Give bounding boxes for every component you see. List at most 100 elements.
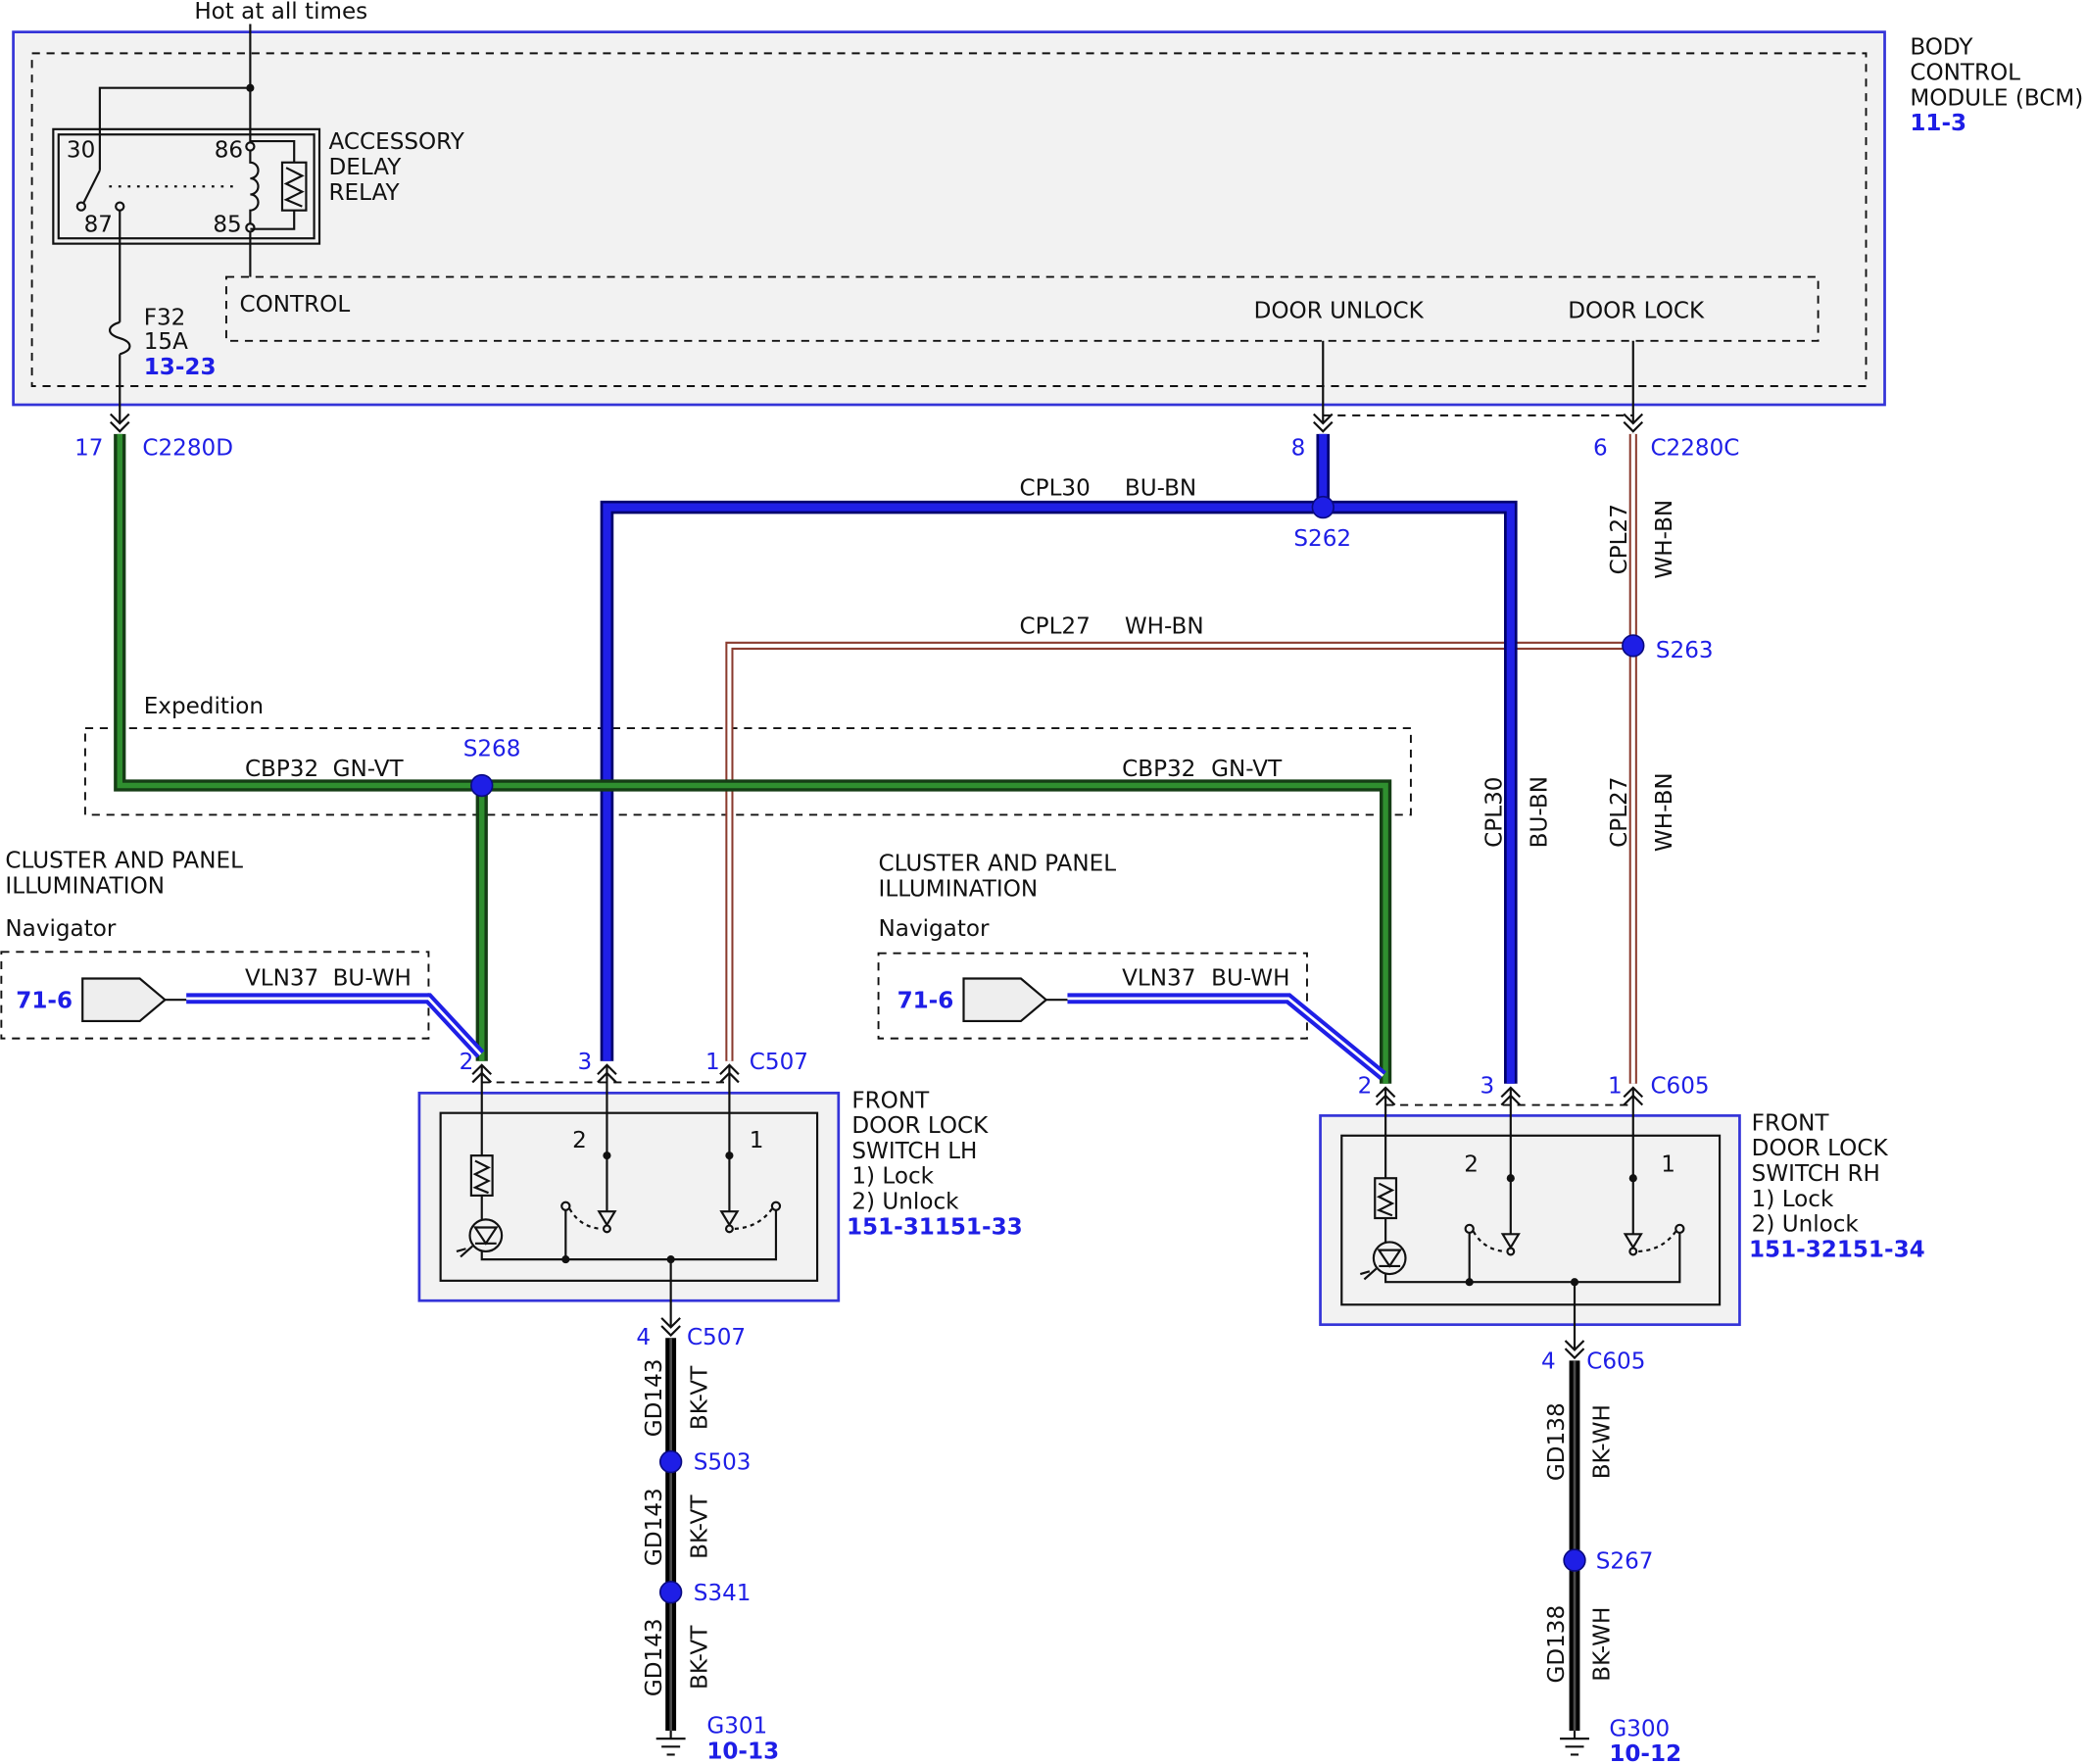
- lock-contact-icon: [770, 1200, 782, 1211]
- splice-s262-label: S262: [1293, 526, 1351, 552]
- fuse-page-ref-link[interactable]: 13-23: [144, 355, 217, 380]
- switch-rh-position-1: 1) Lock: [1752, 1187, 1834, 1212]
- front-door-lock-switch-lh: 2 1: [417, 1063, 841, 1338]
- cpl30-vertical-color-label: BU-BN: [1527, 776, 1552, 848]
- unlock-switch-arrow-icon: [597, 1210, 617, 1227]
- unlock-signal-junction-dot: [1506, 1174, 1515, 1183]
- cpl27-upper-vertical-color-label: WH-BN: [1652, 500, 1677, 579]
- ground-g301-page-ref-link[interactable]: 10-13: [706, 1740, 779, 1764]
- cluster-illumination-rh-line1: CLUSTER AND PANEL: [879, 851, 1117, 876]
- cluster-illumination-lh-connector-icon: [81, 977, 168, 1023]
- cpl30-vertical-circuit-label: CPL30: [1481, 777, 1507, 848]
- connector-c605-ground-label: C605: [1586, 1349, 1645, 1375]
- connector-c507-ground-pin-label: 4: [636, 1325, 651, 1350]
- splice-s267-dot: [1563, 1548, 1586, 1572]
- connector-c2280d-pin-icon: [109, 413, 130, 433]
- switch-lh-page-ref-link[interactable]: 151-31151-33: [847, 1214, 1023, 1240]
- lock-switch-travel: [734, 1207, 773, 1230]
- unlock-contact-icon: [560, 1200, 571, 1211]
- relay-suppressor-zigzag: [283, 167, 305, 208]
- splice-s263-label: S263: [1656, 638, 1714, 663]
- wire-vln37-rh: [1067, 997, 1384, 1077]
- bus-junction-dot-1: [561, 1255, 570, 1264]
- ground-connector-pin-icon: [660, 1317, 681, 1338]
- cpl27-horizontal-circuit-label: CPL27: [1020, 614, 1091, 640]
- illumination-resistor-zigzag: [472, 1159, 491, 1195]
- cpl30-horizontal-color-label: BU-BN: [1125, 475, 1196, 501]
- bcm-control-dashed-box: [224, 275, 1820, 342]
- hot-at-all-times-label: Hot at all times: [194, 0, 367, 24]
- splice-s503-label: S503: [694, 1450, 752, 1476]
- switch-lh-position-2: 2) Unlock: [851, 1189, 959, 1214]
- ground-g300-page-ref-link[interactable]: 10-12: [1609, 1741, 1681, 1764]
- cluster-illumination-lh-line1: CLUSTER AND PANEL: [5, 849, 243, 874]
- expedition-dashed-box: [83, 727, 1412, 816]
- cpl27-upper-vertical-circuit-label: CPL27: [1607, 504, 1632, 574]
- relay-suppressor-resistor-icon: [280, 161, 308, 212]
- gd138-color-label-2: BK-WH: [1589, 1607, 1615, 1682]
- splice-s268-label: S268: [463, 737, 521, 762]
- gd143-color-label-1: BK-VT: [687, 1365, 712, 1430]
- connector-c605-label: C605: [1650, 1073, 1709, 1099]
- switch-rh-page-ref-link[interactable]: 151-32151-34: [1749, 1237, 1925, 1262]
- connector-c605-pin-c-label: 1: [1608, 1073, 1623, 1099]
- lock-switch-arrow-icon: [719, 1210, 740, 1227]
- switch-lh-name-line1: FRONT: [851, 1088, 930, 1113]
- cluster-illumination-rh-page-ref-link[interactable]: 71-6: [898, 988, 954, 1013]
- gd143-color-label-3: BK-VT: [687, 1625, 712, 1690]
- led-diode-symbol: [472, 1226, 499, 1246]
- switch-rh-name-line1: FRONT: [1752, 1110, 1830, 1136]
- gd143-circuit-label-3: GD143: [642, 1618, 667, 1696]
- lock-signal-junction-dot: [725, 1152, 734, 1160]
- connector-c2280d-pin-label: 17: [74, 436, 103, 462]
- splice-s341-label: S341: [694, 1581, 752, 1606]
- vln37-lh-circuit-label: VLN37: [245, 965, 318, 991]
- splice-s262-dot: [1311, 495, 1335, 519]
- unlock-signal-junction-dot: [603, 1152, 611, 1160]
- bcm-name-line2: CONTROL: [1910, 61, 2020, 86]
- splice-s341-dot: [658, 1581, 683, 1604]
- cbp32-lh-color-label: GN-VT: [333, 757, 405, 782]
- unlock-switch-travel: [1472, 1231, 1506, 1253]
- connector-c2280c-pin8-label: 8: [1291, 436, 1306, 462]
- wire-cpl30: [603, 433, 1515, 1084]
- relay-suppressor-wire: [250, 139, 296, 230]
- unlock-switch-travel: [568, 1207, 603, 1230]
- connector-c507-pin-b-label: 3: [578, 1050, 593, 1075]
- cluster-illumination-rh-connector-icon: [962, 977, 1048, 1023]
- switch-common-bus-line: [480, 1209, 778, 1261]
- unlock-switch-arrow-icon: [1500, 1233, 1521, 1250]
- connector-c2280c-pin6-label: 6: [1593, 436, 1608, 462]
- relay-switch-feed-wire: [98, 86, 251, 171]
- splice-s268-dot: [470, 773, 494, 798]
- cpl27-lower-vertical-color-label: WH-BN: [1652, 772, 1677, 852]
- cluster-illumination-lh-page-ref-link[interactable]: 71-6: [16, 988, 73, 1013]
- gd143-circuit-label-2: GD143: [642, 1488, 667, 1566]
- switch-rh-position-2: 2) Unlock: [1752, 1212, 1860, 1238]
- cluster-illumination-lh-line2: ILLUMINATION: [5, 874, 165, 900]
- gd143-circuit-label-1: GD143: [642, 1359, 667, 1438]
- relay-pin-87-label: 87: [84, 212, 113, 237]
- switch-lh-name-line3: SWITCH LH: [851, 1139, 977, 1164]
- bcm-inner-dashed-box: [30, 52, 1868, 387]
- connector-c2280c-pin8-icon: [1312, 413, 1334, 433]
- illumination-resistor-icon: [469, 1154, 494, 1197]
- unlock-switch-pivot: [602, 1224, 611, 1234]
- cbp32-rh-color-label: GN-VT: [1211, 757, 1283, 782]
- vln37-rh-color-label: BU-WH: [1211, 965, 1289, 991]
- navigator-lh-label: Navigator: [5, 916, 116, 942]
- bcm-control-label: CONTROL: [240, 292, 351, 318]
- connector-c507-pin-a-label: 2: [460, 1050, 474, 1075]
- relay-coil-icon: [249, 150, 260, 224]
- bus-junction-dot-1: [1465, 1278, 1474, 1287]
- lock-signal-junction-dot: [1628, 1174, 1637, 1183]
- switch-inner-frame: [439, 1111, 819, 1282]
- connector-c2280d-label: C2280D: [142, 436, 233, 462]
- bcm-page-ref-link[interactable]: 11-3: [1910, 111, 1966, 136]
- unlock-contact-icon: [1464, 1223, 1475, 1235]
- door-lock-label: DOOR LOCK: [1568, 299, 1705, 324]
- relay-contact-30: [75, 201, 87, 212]
- connector-c2280c-pin6-icon: [1623, 413, 1644, 433]
- cpl30-horizontal-circuit-label: CPL30: [1020, 475, 1091, 501]
